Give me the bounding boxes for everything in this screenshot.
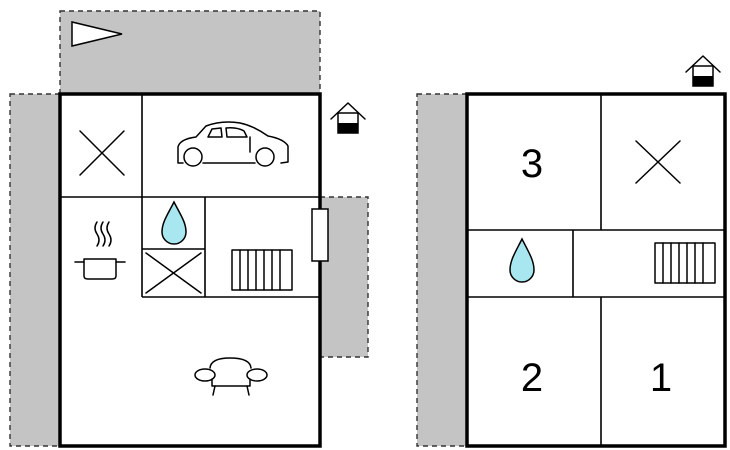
- room-number-2: 2: [521, 356, 543, 400]
- garage-car-icon: [177, 121, 289, 167]
- terrace-top: [59, 10, 321, 95]
- radiator-icon: [231, 249, 293, 291]
- sofa-icon: [194, 357, 268, 396]
- storage-cross-icon: [79, 130, 125, 176]
- terrace-left: [9, 93, 61, 447]
- water-drop-icon: [509, 237, 535, 283]
- building-outline: [58, 92, 322, 448]
- upper-floor-plan: 3 2 1: [416, 55, 727, 448]
- water-drop-icon: [161, 200, 187, 245]
- house-entrance-icon: [685, 55, 721, 87]
- storage-cross-icon: [635, 140, 681, 184]
- room-number-3: 3: [521, 142, 543, 186]
- kitchen-pot-icon: [74, 221, 126, 280]
- radiator-icon: [654, 242, 716, 284]
- house-entrance-icon: [330, 102, 366, 134]
- storage-cross-icon: [145, 252, 202, 294]
- ground-floor-plan: [9, 10, 369, 448]
- room-number-1: 1: [650, 356, 672, 400]
- terrace-left: [416, 93, 468, 447]
- door: [311, 208, 329, 262]
- terrace-flag-icon: [71, 21, 123, 47]
